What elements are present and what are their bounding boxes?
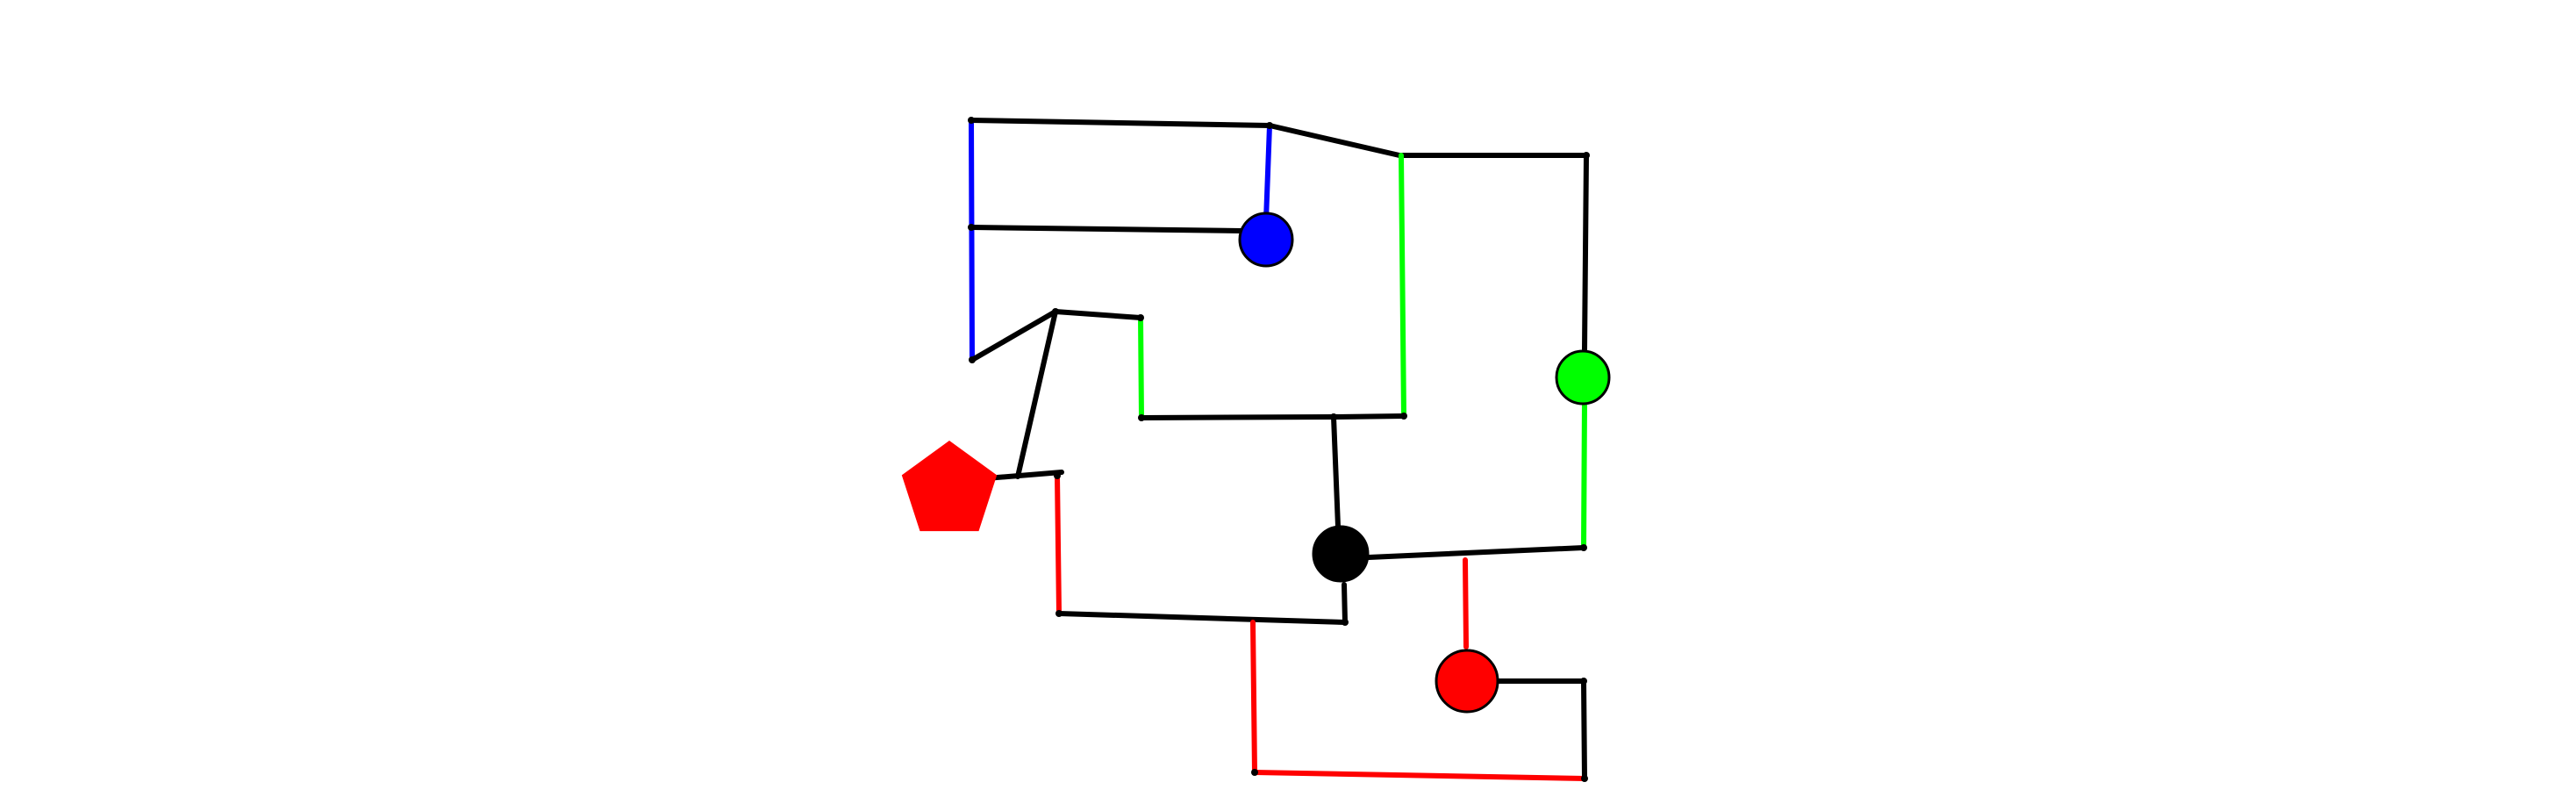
red-connector-line — [1250, 620, 1257, 775]
junction-point — [1330, 413, 1337, 420]
joints-layer — [968, 117, 1590, 782]
red-pentagon-node — [901, 441, 998, 532]
black-connector-line — [970, 309, 1058, 362]
red-connector-line — [1055, 473, 1062, 616]
junction-point — [1251, 769, 1258, 776]
black-connector-line — [1015, 309, 1058, 479]
junction-point — [968, 224, 975, 231]
blue-connector-line — [1263, 123, 1272, 222]
junction-point — [1583, 152, 1590, 159]
junction-point — [1137, 314, 1144, 321]
blue-circle-node — [1238, 212, 1294, 268]
black-circle-node — [1312, 525, 1370, 583]
junction-point — [1342, 619, 1349, 626]
junction-point — [1581, 775, 1588, 782]
junction-point — [1138, 414, 1145, 421]
green-connector-line — [1581, 399, 1587, 550]
black-connector-line — [1366, 545, 1586, 560]
black-connector-line — [969, 118, 1272, 128]
black-connector-line — [969, 225, 1244, 233]
black-connector-line — [1582, 153, 1589, 352]
black-connector-line — [1139, 414, 1336, 420]
junction-point — [968, 117, 975, 124]
junction-point — [1052, 308, 1059, 315]
black-connector-line — [1342, 582, 1348, 625]
green-connector-line — [1399, 153, 1406, 419]
black-connector-line — [1331, 414, 1341, 529]
junction-point — [1400, 413, 1407, 420]
nodes-layer — [901, 212, 1611, 714]
black-connector-line — [1053, 309, 1143, 320]
junction-point — [1580, 544, 1587, 551]
black-connector-line — [1056, 611, 1348, 625]
junction-point — [1580, 678, 1587, 685]
red-connector-line — [1252, 770, 1587, 781]
black-connector-line — [1331, 413, 1406, 420]
red-circle-node — [1435, 649, 1499, 714]
junction-point — [1266, 122, 1273, 129]
junction-point — [1055, 610, 1063, 617]
black-connector-line — [1267, 123, 1402, 158]
edges-layer — [969, 118, 1589, 781]
green-circle-node — [1555, 349, 1611, 406]
junction-point — [1054, 472, 1061, 479]
blue-connector-line — [969, 118, 975, 362]
junction-point — [969, 356, 976, 363]
black-connector-line — [1581, 678, 1587, 781]
red-connector-line — [1463, 557, 1469, 650]
